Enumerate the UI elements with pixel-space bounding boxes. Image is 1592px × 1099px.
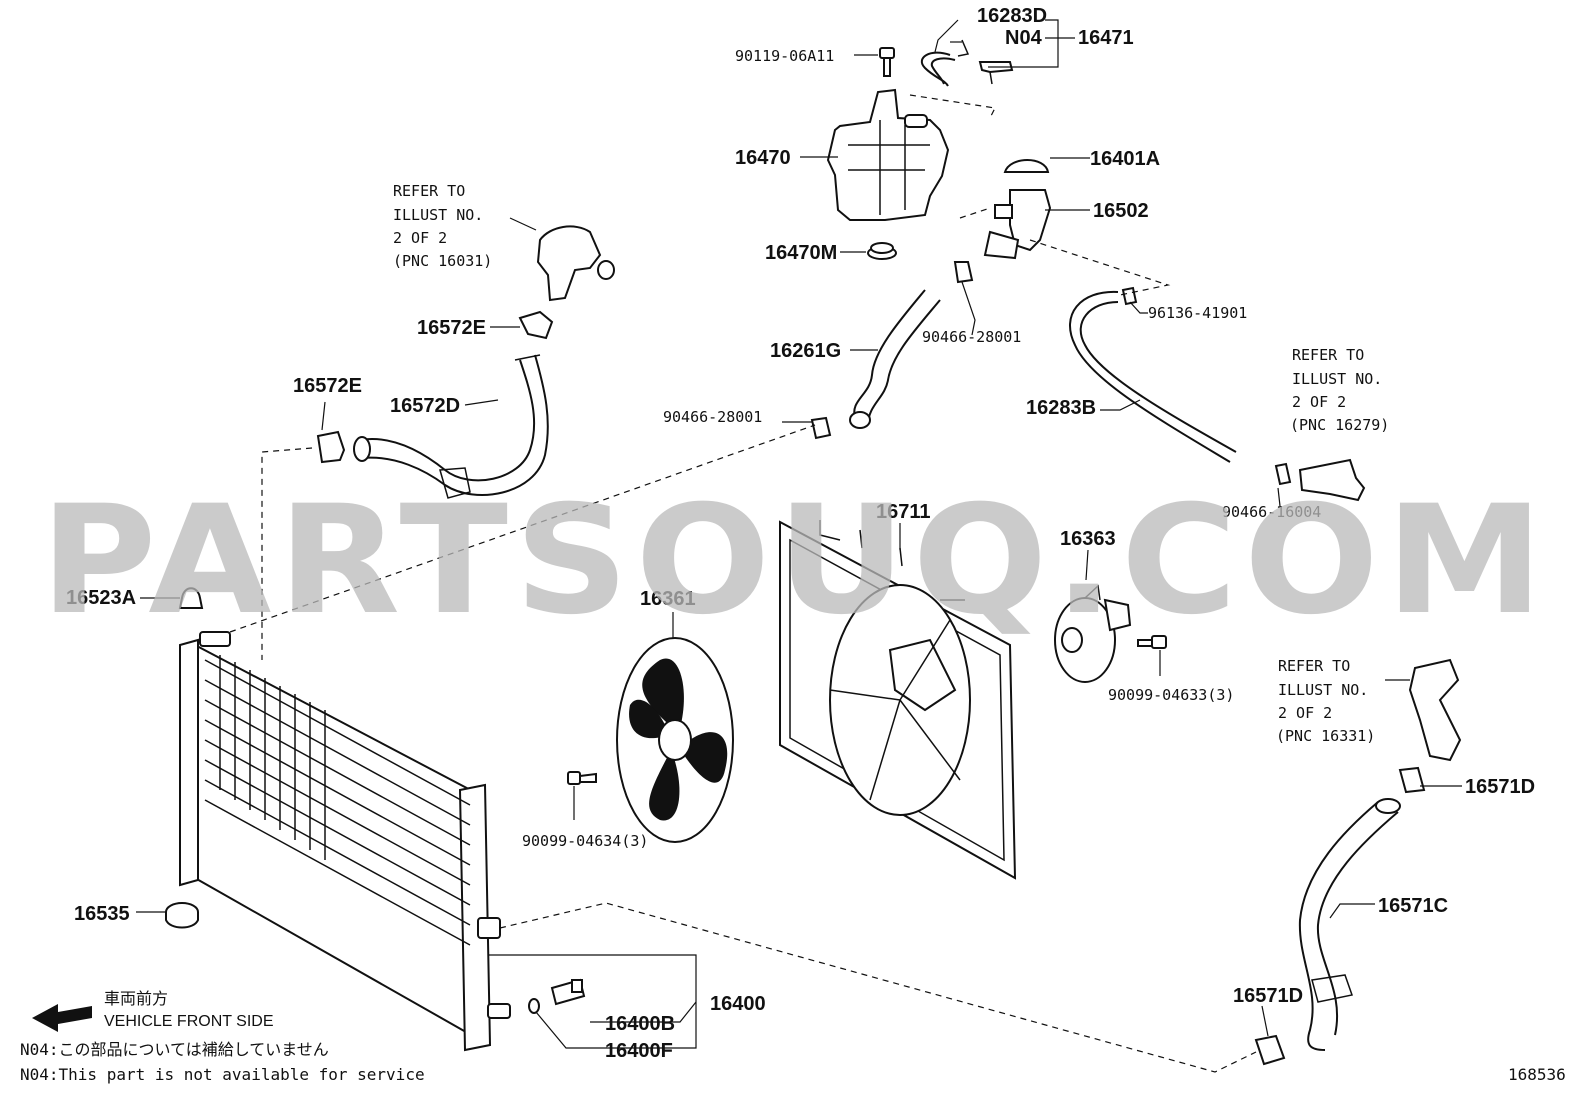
water-fitting-reference <box>1408 658 1462 762</box>
svg-text:REFER TO: REFER TO <box>1292 346 1364 364</box>
cooling-fan-16361[interactable] <box>616 637 734 843</box>
clip-96136-41901[interactable] <box>1121 286 1138 306</box>
label-16470: 16470 <box>735 147 791 169</box>
radiator-lower-hose-16571C[interactable] <box>1298 798 1401 1051</box>
label-90099-04634: 90099-04634(3) <box>522 832 648 850</box>
clip-N04[interactable] <box>957 39 970 57</box>
front-direction-arrow-icon <box>32 1004 92 1032</box>
clamp-90466-16004[interactable] <box>1274 462 1292 486</box>
watermark: PARTSOUQ.COM <box>40 474 1550 648</box>
label-16471: 16471 <box>1078 27 1134 49</box>
label-90099-04633: 90099-04633(3) <box>1108 686 1234 704</box>
hose-16261G[interactable] <box>849 289 941 429</box>
tank-cap-16470M[interactable] <box>867 242 897 260</box>
o-ring-16400F[interactable] <box>528 998 540 1014</box>
hose-16283D[interactable] <box>920 51 956 87</box>
screw-90099-04634[interactable] <box>567 771 597 785</box>
svg-text:(PNC 16031): (PNC 16031) <box>393 252 492 270</box>
clamp-90466-28001-upper[interactable] <box>953 261 974 284</box>
dash-hose-to-radiator <box>229 424 816 633</box>
cap-16471[interactable] <box>978 61 1014 85</box>
svg-text:2 OF 2: 2 OF 2 <box>1278 704 1332 722</box>
label-16571D-bottom: 16571D <box>1233 985 1303 1007</box>
drain-cock-plug-16400B[interactable] <box>550 978 586 1006</box>
label-16363: 16363 <box>1060 528 1116 550</box>
dash-radiator-to-lower-hose <box>499 902 1257 1073</box>
dash-tank-to-cap <box>909 94 996 119</box>
clamp-16571D-upper[interactable] <box>1398 766 1426 794</box>
label-16401A: 16401A <box>1090 148 1160 170</box>
label-N04: N04 <box>1005 27 1043 49</box>
clamp-16572E-lower[interactable] <box>316 430 346 464</box>
label-16535: 16535 <box>74 903 130 925</box>
label-16502: 16502 <box>1093 200 1149 222</box>
label-16470M: 16470M <box>765 242 837 264</box>
label-90466-28001-b: 90466-28001 <box>663 408 762 426</box>
hose-16283B[interactable] <box>1069 290 1237 463</box>
bolt-90119-06A11[interactable] <box>879 47 895 77</box>
leader-lines <box>136 19 1462 1049</box>
cushion-16523A[interactable] <box>178 587 204 609</box>
label-16572E-top: 16572E <box>417 317 486 339</box>
reference-note-pnc-16031: REFER TO ILLUST NO. 2 OF 2 (PNC 16031) <box>393 182 492 270</box>
fan-motor-16363[interactable] <box>1054 584 1132 683</box>
radiator-upper-hose-16572D[interactable] <box>353 354 549 499</box>
clamp-16571D-lower[interactable] <box>1254 1034 1286 1066</box>
label-16711: 16711 <box>876 501 931 523</box>
cushion-16535[interactable] <box>165 902 199 929</box>
svg-text:ILLUST NO.: ILLUST NO. <box>1292 370 1382 388</box>
label-16523A: 16523A <box>66 587 136 609</box>
svg-text:2 OF 2: 2 OF 2 <box>393 229 447 247</box>
reserve-tank-16470[interactable] <box>826 88 950 221</box>
svg-text:REFER TO: REFER TO <box>1278 657 1350 675</box>
bypass-pipe-reference <box>1298 458 1366 502</box>
label-16283B: 16283B <box>1026 397 1096 419</box>
label-16571D-top: 16571D <box>1465 776 1535 798</box>
clamp-90466-28001-lower[interactable] <box>810 416 832 440</box>
fan-shroud-16711[interactable] <box>779 520 1017 880</box>
label-16361: 16361 <box>640 588 696 610</box>
radiator-cap-16401A[interactable] <box>1003 159 1050 173</box>
label-16572E-left: 16572E <box>293 375 362 397</box>
label-16400: 16400 <box>710 993 766 1015</box>
svg-text:ILLUST NO.: ILLUST NO. <box>1278 681 1368 699</box>
svg-text:(PNC 16279): (PNC 16279) <box>1290 416 1389 434</box>
water-outlet-reference <box>536 225 615 302</box>
label-16572D: 16572D <box>390 395 460 417</box>
label-16571C: 16571C <box>1378 895 1448 917</box>
label-90466-28001-a: 90466-28001 <box>922 328 1021 346</box>
clamp-16572E-upper[interactable] <box>518 310 554 340</box>
reference-note-pnc-16279: REFER TO ILLUST NO. 2 OF 2 (PNC 16279) <box>1290 346 1389 434</box>
diagram-id: 168536 <box>1508 1065 1566 1084</box>
reference-note-pnc-16331: REFER TO ILLUST NO. 2 OF 2 (PNC 16331) <box>1276 657 1375 745</box>
dash-clamp-to-radiator <box>261 447 313 660</box>
water-inlet-16502[interactable] <box>983 189 1052 260</box>
note-n04-en: N04:This part is not available for servi… <box>20 1065 425 1084</box>
label-90119-06A11: 90119-06A11 <box>735 47 834 65</box>
note-n04-jp: N04:この部品については補給していません <box>20 1040 329 1059</box>
svg-text:ILLUST NO.: ILLUST NO. <box>393 206 483 224</box>
screw-90099-04633[interactable] <box>1137 635 1167 649</box>
label-16400F: 16400F <box>605 1040 673 1062</box>
vehicle-front-jp: 車両前方 <box>104 989 168 1008</box>
svg-text:2 OF 2: 2 OF 2 <box>1292 393 1346 411</box>
dash-inlet-to-hose <box>959 207 1171 296</box>
label-16261G: 16261G <box>770 340 841 362</box>
svg-text:REFER TO: REFER TO <box>393 182 465 200</box>
radiator-assy-16400[interactable] <box>179 631 511 1052</box>
vehicle-front-en: VEHICLE FRONT SIDE <box>104 1013 274 1030</box>
label-16283D: 16283D <box>977 5 1047 27</box>
svg-text:(PNC 16331): (PNC 16331) <box>1276 727 1375 745</box>
label-16400B: 16400B <box>605 1013 675 1035</box>
label-96136-41901: 96136-41901 <box>1148 304 1247 322</box>
label-90466-16004: 90466-16004 <box>1222 503 1321 521</box>
